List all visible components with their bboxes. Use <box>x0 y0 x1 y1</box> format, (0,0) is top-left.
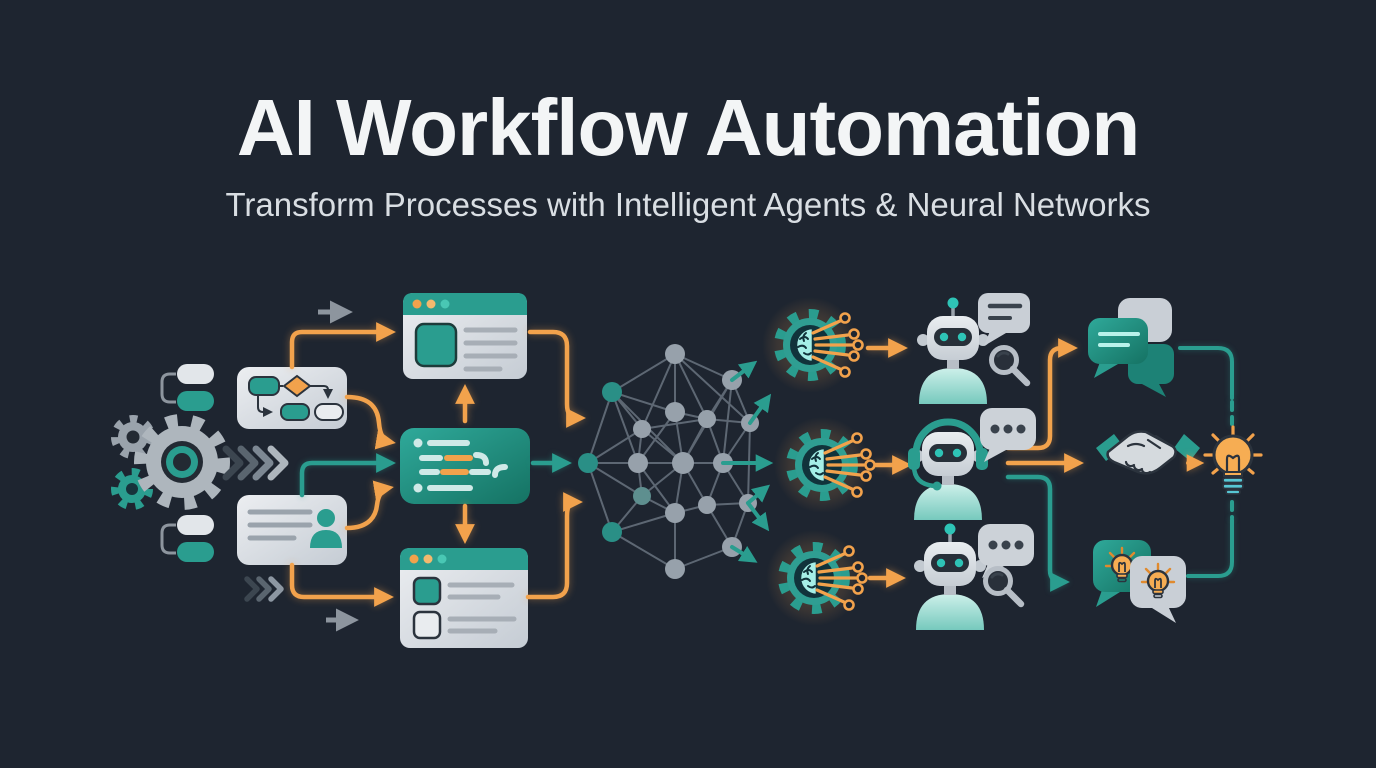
handshake-icon <box>1096 430 1200 475</box>
neural-network-icon <box>578 344 774 579</box>
arrow-listwindow-to-network <box>525 492 583 600</box>
robot-agent-icon-top <box>917 297 989 404</box>
brain-gear-icon-bottom <box>766 530 867 626</box>
header: AI Workflow Automation Transform Process… <box>0 86 1376 224</box>
page-subtitle: Transform Processes with Intelligent Age… <box>225 186 1151 223</box>
arrow-flowchart-to-browser <box>289 322 396 370</box>
lightbulb-icon <box>1203 425 1263 495</box>
contact-card-icon <box>237 495 347 565</box>
browser-window-icon <box>403 293 527 379</box>
conversation-bubbles-icon <box>1088 298 1174 397</box>
arrow-browser-to-network <box>527 329 586 428</box>
arrow-agents-to-chat <box>1005 338 1078 451</box>
robot-agent-headset-icon <box>908 418 988 520</box>
arrow-contact-to-listwindow <box>289 562 394 607</box>
gear-cluster-icon <box>111 414 230 510</box>
chevron-flow-bottom-icon <box>244 576 284 602</box>
arrow-contact-to-code-teal <box>299 453 396 498</box>
speech-bubble-lines-icon <box>978 293 1030 346</box>
robot-agent-icon-bottom <box>914 523 986 630</box>
arrow-contact-to-code <box>344 480 394 531</box>
idea-bubbles-icon <box>1093 540 1186 623</box>
chevron-flow-top-icon <box>222 445 289 481</box>
brain-gear-icon-middle <box>774 417 875 513</box>
speech-bubble-dots-icon-middle <box>980 408 1036 462</box>
magnifier-icon-bottom <box>986 569 1022 605</box>
code-editor-icon <box>400 428 530 504</box>
arrow-flowchart-to-code <box>344 394 396 450</box>
arrow-agents-to-ideas-teal <box>1005 474 1070 592</box>
task-list-bottom-icon <box>160 515 214 562</box>
list-window-icon <box>400 548 528 648</box>
brain-gear-icon-top <box>762 297 863 393</box>
connector-chat-to-ideas-loop <box>1178 346 1234 400</box>
magnifier-icon-top <box>992 348 1028 384</box>
task-list-top-icon <box>160 364 214 411</box>
page-title: AI Workflow Automation <box>236 83 1140 172</box>
connector-loop-to-ideas <box>1186 518 1234 578</box>
flowchart-card-icon <box>237 367 347 429</box>
